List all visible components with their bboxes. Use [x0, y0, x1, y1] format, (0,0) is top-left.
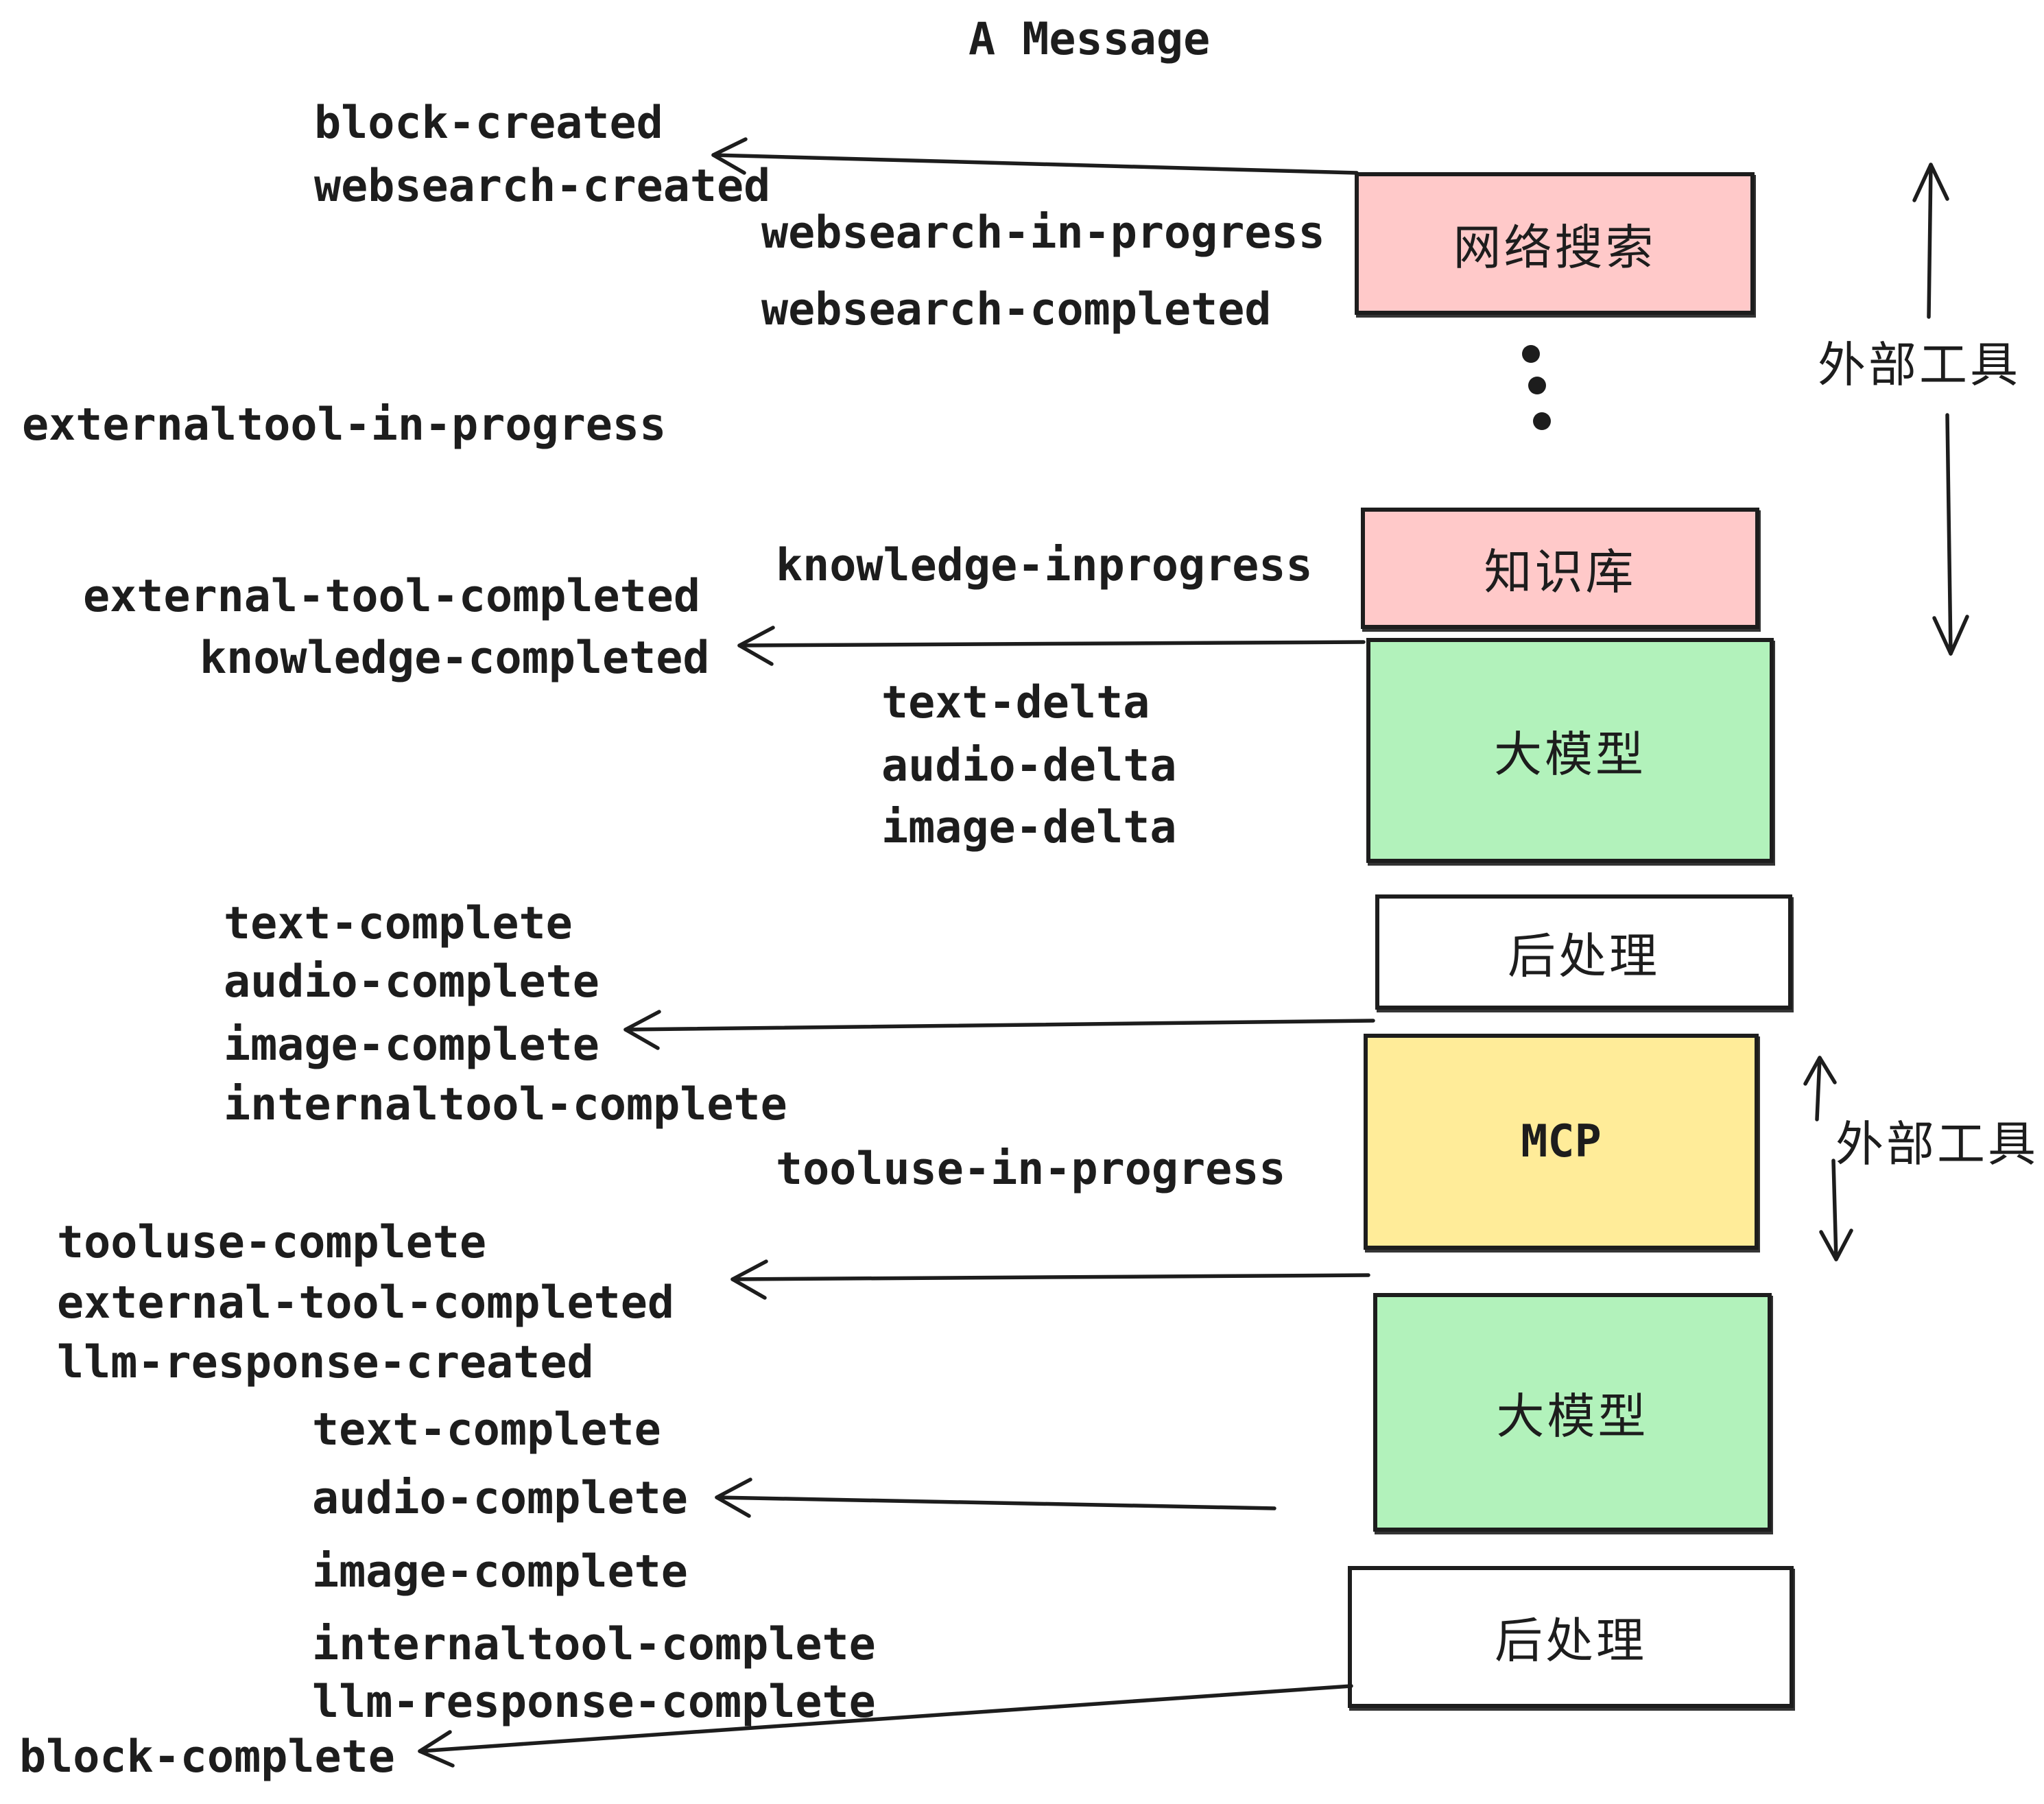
event-audio-delta-1: audio-delta — [881, 740, 1177, 792]
event-knowledge-inprogress: knowledge-inprogress — [776, 540, 1313, 591]
event-text-complete-2: text-complete — [312, 1404, 661, 1456]
diagram-title: A Message — [968, 14, 1211, 65]
ellipsis-dots — [1522, 345, 1551, 430]
event-knowledge-completed: knowledge-completed — [200, 632, 710, 684]
box-knowledge-label: 知识库 — [1484, 544, 1637, 600]
box-llm-1-label: 大模型 — [1494, 726, 1646, 783]
box-postprocess-2: 后处理 — [1348, 1566, 1794, 1708]
box-mcp: MCP — [1364, 1034, 1759, 1250]
event-externaltool-in-progress: externaltool-in-progress — [22, 399, 667, 451]
arrow-websearch-to-block-created — [711, 137, 1359, 175]
box-postprocess-1-label: 后处理 — [1508, 927, 1660, 984]
box-websearch-label: 网络搜索 — [1453, 219, 1656, 276]
event-tooluse-complete: tooluse-complete — [57, 1217, 487, 1268]
event-block-complete: block-complete — [19, 1731, 395, 1783]
event-block-created: block-created — [314, 97, 663, 149]
label-external-tools-1: 外部工具 — [1818, 337, 2021, 393]
event-audio-complete-1: audio-complete — [224, 956, 599, 1008]
event-websearch-created: websearch-created — [314, 161, 771, 212]
event-llm-response-created: llm-response-created — [57, 1337, 594, 1388]
box-websearch: 网络搜索 — [1355, 172, 1755, 315]
event-websearch-in-progress: websearch-in-progress — [761, 207, 1325, 259]
event-internaltool-complete-2: internaltool-complete — [312, 1619, 876, 1670]
event-websearch-completed: websearch-completed — [761, 284, 1272, 335]
box-postprocess-2-label: 后处理 — [1495, 1613, 1647, 1669]
arrow-mcp-to-external-tool-completed — [730, 1259, 1370, 1300]
box-postprocess-1: 后处理 — [1375, 894, 1792, 1010]
event-llm-response-complete: llm-response-complete — [312, 1676, 876, 1728]
event-external-tool-completed-1: external-tool-completed — [83, 571, 701, 622]
box-llm-2-label: 大模型 — [1496, 1388, 1649, 1445]
arrow-postprocess1-to-image-complete — [623, 1010, 1375, 1050]
arrow-llm2-to-audio-complete — [715, 1477, 1276, 1518]
event-text-complete-1: text-complete — [224, 898, 573, 949]
box-llm-2: 大模型 — [1373, 1293, 1772, 1532]
arrow-external-tools-2-up — [1803, 1056, 1837, 1121]
arrow-external-tools-2-down — [1819, 1159, 1853, 1261]
event-internaltool-complete-1: internaltool-complete — [224, 1079, 787, 1130]
box-llm-1: 大模型 — [1366, 638, 1774, 863]
event-image-delta-1: image-delta — [881, 802, 1177, 853]
event-text-delta-1: text-delta — [881, 677, 1150, 728]
arrow-external-tools-1-down — [1932, 413, 1969, 656]
box-knowledge: 知识库 — [1361, 508, 1759, 629]
label-external-tools-2: 外部工具 — [1835, 1116, 2039, 1172]
event-image-complete-2: image-complete — [312, 1546, 688, 1598]
box-mcp-label: MCP — [1521, 1116, 1602, 1167]
arrow-external-tools-1-up — [1912, 163, 1949, 319]
arrow-llm1-to-knowledge-completed — [737, 626, 1366, 666]
event-image-complete-1: image-complete — [224, 1019, 599, 1071]
event-tooluse-in-progress: tooluse-in-progress — [776, 1143, 1286, 1195]
event-audio-complete-2: audio-complete — [312, 1473, 688, 1524]
event-external-tool-completed-2: external-tool-completed — [57, 1277, 675, 1329]
